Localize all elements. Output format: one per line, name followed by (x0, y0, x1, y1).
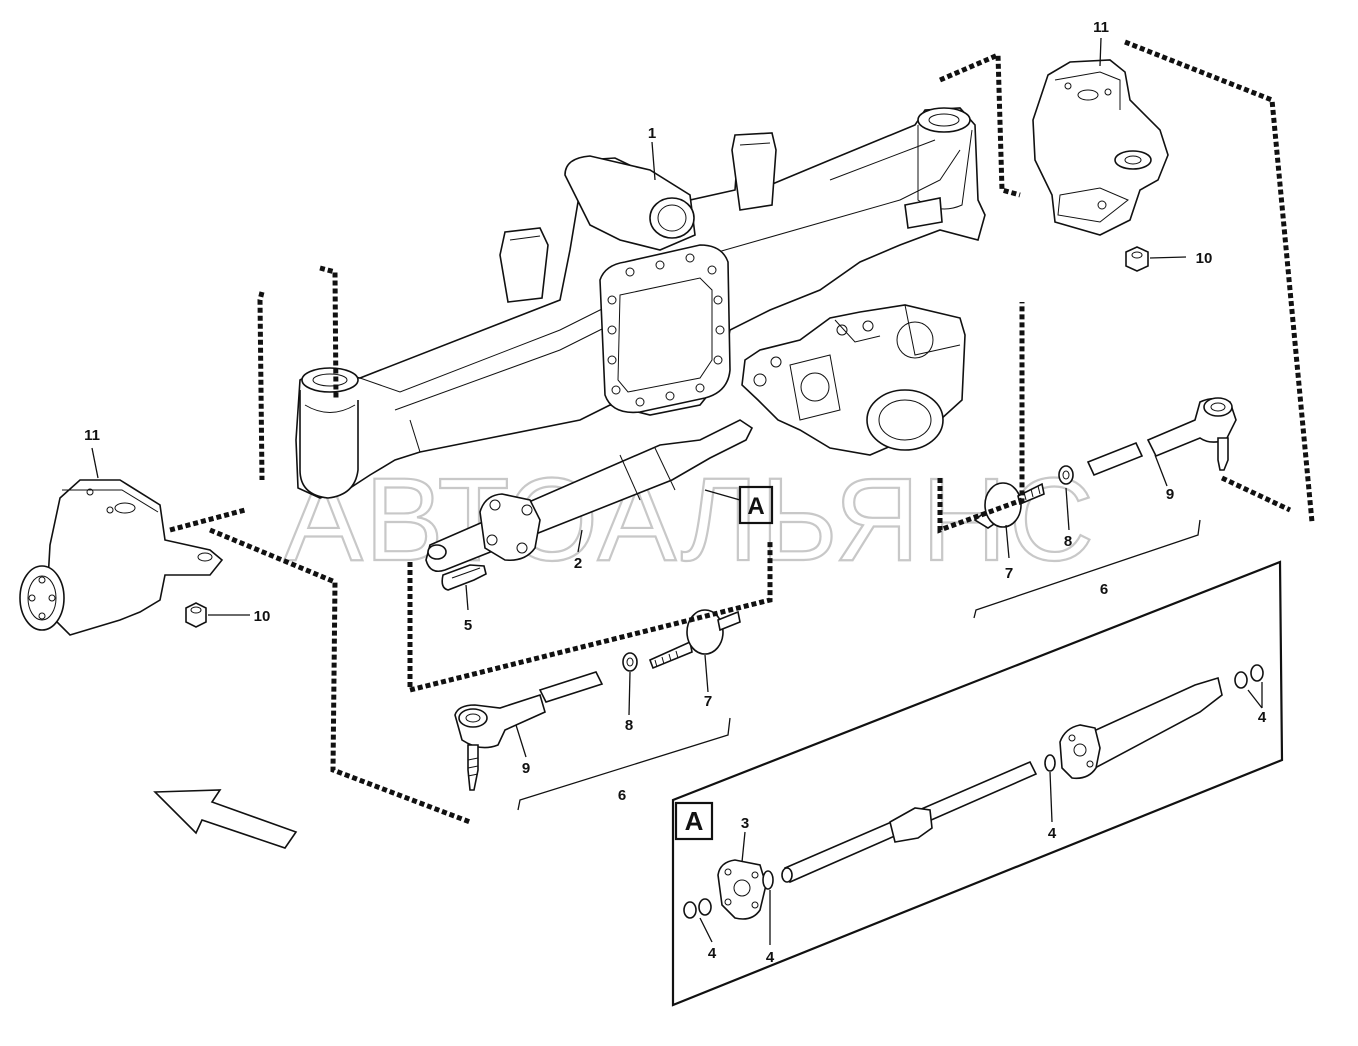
bolt (441, 564, 487, 591)
callout-5: 5 (464, 617, 472, 634)
callout-10-left: 10 (254, 608, 271, 625)
direction-arrow-icon (153, 789, 298, 849)
right-ball-joint (973, 482, 1045, 529)
watermark: АВТОАЛЬЯНС (284, 454, 1096, 586)
detail-a-parts (683, 664, 1264, 920)
section-a-marker (738, 485, 774, 525)
nut-right (1125, 246, 1149, 272)
steering-cylinder (425, 419, 754, 573)
right-clamp (1058, 465, 1074, 485)
callout-4-middle: 4 (1048, 825, 1057, 842)
callout-8-left: 8 (625, 717, 633, 734)
callout-4-right: 4 (1258, 709, 1267, 726)
right-tie-rod-end (1146, 397, 1237, 471)
right-steering-knuckle (1032, 59, 1169, 236)
callout-9-left: 9 (522, 760, 530, 777)
axle-housing (295, 107, 986, 499)
callout-11-left: 11 (84, 427, 100, 444)
left-tie-rod-end (454, 693, 546, 791)
callout-6-right: 6 (1100, 581, 1108, 598)
callout-2: 2 (574, 555, 582, 572)
callout-10-right: 10 (1196, 250, 1213, 267)
callout-7-left: 7 (704, 693, 712, 710)
callout-7-right: 7 (1005, 565, 1013, 582)
callout-4-left-b: 4 (766, 949, 775, 966)
callout-8-right: 8 (1064, 533, 1072, 550)
detail-a-box (671, 560, 1284, 1007)
left-steering-knuckle (19, 479, 224, 636)
left-clamp (622, 652, 638, 672)
nut-left (185, 602, 207, 628)
right-tube (1086, 441, 1144, 477)
callouts: 1 2 3 4 4 4 4 5 6 6 7 7 8 8 9 9 10 10 11… (84, 19, 1267, 966)
steering-valve-body (741, 304, 966, 456)
left-tube (538, 671, 604, 703)
callout-9-right: 9 (1166, 486, 1174, 503)
callout-3: 3 (741, 815, 749, 832)
leader-lines (91, 37, 1263, 945)
callout-11-right: 11 (1093, 19, 1109, 36)
section-a-marker-label: A (747, 493, 764, 520)
dashed-boundaries (169, 39, 1315, 825)
callout-1: 1 (648, 125, 656, 142)
detail-a-corner-label: A (685, 806, 704, 836)
callout-4-left-a: 4 (708, 945, 717, 962)
left-ball-joint (648, 609, 741, 670)
callout-6-left: 6 (618, 787, 626, 804)
